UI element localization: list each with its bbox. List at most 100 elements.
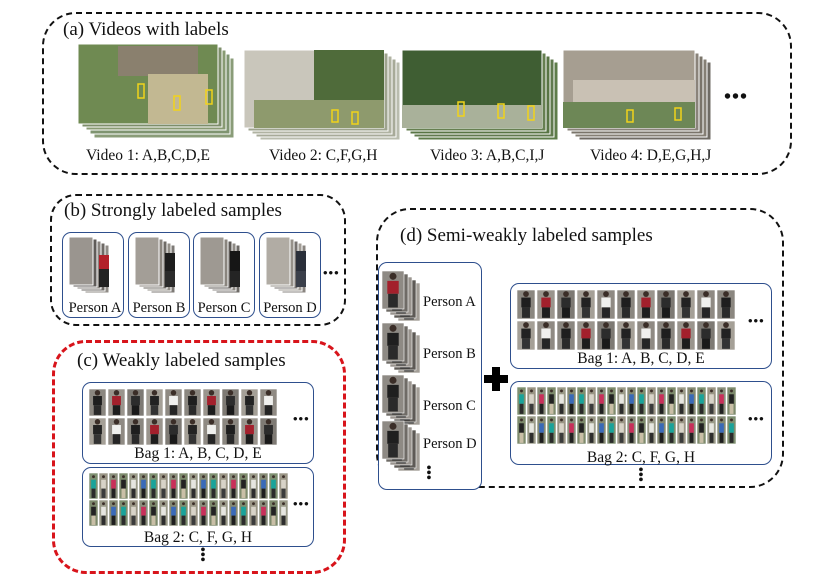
bag-1-semi-crop: [676, 290, 696, 320]
person-card-a: [62, 232, 124, 318]
person-card-c: [193, 232, 255, 318]
bag-2-semi-crop: [726, 387, 737, 416]
bag-2-semi-crop: [616, 415, 627, 445]
panel-videos-with-labels: [42, 12, 792, 175]
bag-1-semi-crop: [716, 320, 736, 351]
bag-2-semi-crop: [656, 387, 667, 416]
bag-2-semi-crop: [566, 387, 577, 416]
bag-1-weak-crop: [183, 389, 202, 417]
bag-2-more-weak: •••: [293, 496, 310, 511]
strong-more-ellipsis: •••: [323, 265, 340, 280]
bag-2-weak-crop: [258, 499, 269, 527]
bag-2-crop-grid-semi: [517, 387, 737, 445]
bag-2-semi-crop: [616, 387, 627, 416]
bag-2-semi-crop: [626, 415, 637, 445]
semi-person-vertical-ellipsis: •••: [426, 461, 432, 486]
bag-1-semi-crop: [556, 320, 576, 351]
bag-2-semi-crop: [656, 415, 667, 445]
bag-2-weak-crop: [268, 473, 279, 500]
bag-1-semi-crop: [517, 290, 536, 320]
bag-2-semi-crop: [626, 387, 637, 416]
person-list-box: [378, 262, 482, 490]
bag-2-semi-crop: [646, 387, 657, 416]
bag-1-weak-crop: [221, 389, 240, 417]
bag-2-semi-crop: [716, 415, 727, 445]
bag-2-semi-crop: [606, 415, 617, 445]
bag-2-weak-crop: [98, 499, 109, 527]
bag-2-weak-crop: [178, 499, 189, 527]
video-2-frames: [244, 50, 404, 142]
semi-person-b-label: Person B: [423, 346, 476, 362]
person-card-b: [128, 232, 190, 318]
bag-1-weak-crop: [202, 417, 221, 446]
semi-bag-vertical-ellipsis: •••: [638, 463, 644, 488]
bag-2-semi-crop: [536, 415, 547, 445]
bag-2-semi-crop: [646, 415, 657, 445]
bag-1-semi-crop: [616, 320, 636, 351]
bag-2-weak-crop: [168, 499, 179, 527]
videos-more-ellipsis: •••: [724, 86, 749, 108]
bag-2-weak-crop: [89, 473, 99, 500]
bag-1-semi-crop: [536, 320, 556, 351]
bag-2-box-semi: [510, 381, 772, 465]
bag-2-weak-crop: [208, 473, 219, 500]
bag-1-box-weak: [82, 382, 314, 464]
bag-2-semi-crop: [526, 387, 537, 416]
plus-icon: [483, 366, 509, 392]
bag-1-semi-crop: [576, 320, 596, 351]
bag-2-weak-crop: [198, 499, 209, 527]
bag-2-semi-crop: [556, 387, 567, 416]
bag-1-weak-crop: [164, 417, 183, 446]
bag-2-weak-crop: [138, 499, 149, 527]
bag-2-weak-crop: [98, 473, 109, 500]
bag-2-semi-crop: [576, 387, 587, 416]
bag-2-semi-crop: [606, 387, 617, 416]
bag-2-weak-crop: [278, 473, 289, 500]
panel-weakly-labeled: [52, 340, 346, 574]
bag-2-weak-crop: [148, 473, 159, 500]
bag-2-weak-crop: [158, 499, 169, 527]
bag-1-weak-crop: [107, 417, 126, 446]
bag-1-more-semi: •••: [748, 313, 765, 328]
panel-a-title: (a) Videos with labels: [63, 19, 229, 40]
bag-1-weak-crop: [164, 389, 183, 417]
bag-2-box-weak: [82, 467, 314, 547]
bag-2-weak-crop: [118, 499, 129, 527]
semi-person-2-frame: [382, 374, 405, 414]
bag-1-semi-crop: [576, 290, 596, 320]
bag-1-semi-crop: [696, 320, 716, 351]
weak-vertical-ellipsis: •••: [200, 543, 206, 568]
bag-2-weak-crop: [128, 499, 139, 527]
bag-2-weak-crop: [208, 499, 219, 527]
bag-2-crop-grid-weak: [89, 473, 289, 527]
bag-1-weak-crop: [145, 417, 164, 446]
bag-2-semi-crop: [676, 415, 687, 445]
person-d-label: Person D: [263, 300, 317, 316]
bag-2-weak-crop: [218, 473, 229, 500]
bag-2-weak-crop: [228, 473, 239, 500]
bag-2-semi-crop: [636, 415, 647, 445]
bag-2-semi-crop: [696, 387, 707, 416]
bag-1-weak-crop: [126, 417, 145, 446]
bag-2-semi-crop: [576, 415, 587, 445]
semi-person-a-label: Person A: [423, 294, 476, 310]
bag-1-semi-crop: [556, 290, 576, 320]
bag-2-semi-crop: [546, 415, 557, 445]
bag-1-more-weak: •••: [293, 411, 310, 426]
bag-2-weak-crop: [188, 473, 199, 500]
bag-2-weak-crop: [89, 499, 99, 527]
bag-1-crop-grid-weak: [89, 389, 278, 446]
bag-2-semi-crop: [706, 415, 717, 445]
bag-2-caption-semi: Bag 2: C, F, G, H: [586, 449, 696, 466]
bag-2-weak-crop: [118, 473, 129, 500]
bag-1-semi-crop: [656, 290, 676, 320]
bag-2-weak-crop: [138, 473, 149, 500]
bag-2-semi-crop: [716, 387, 727, 416]
bag-1-weak-crop: [183, 417, 202, 446]
bag-2-weak-crop: [128, 473, 139, 500]
bag-2-semi-crop: [536, 387, 547, 416]
person-c-label: Person C: [197, 300, 251, 316]
bag-2-weak-crop: [218, 499, 229, 527]
bag-2-weak-crop: [238, 499, 249, 527]
bag-2-semi-crop: [586, 415, 597, 445]
